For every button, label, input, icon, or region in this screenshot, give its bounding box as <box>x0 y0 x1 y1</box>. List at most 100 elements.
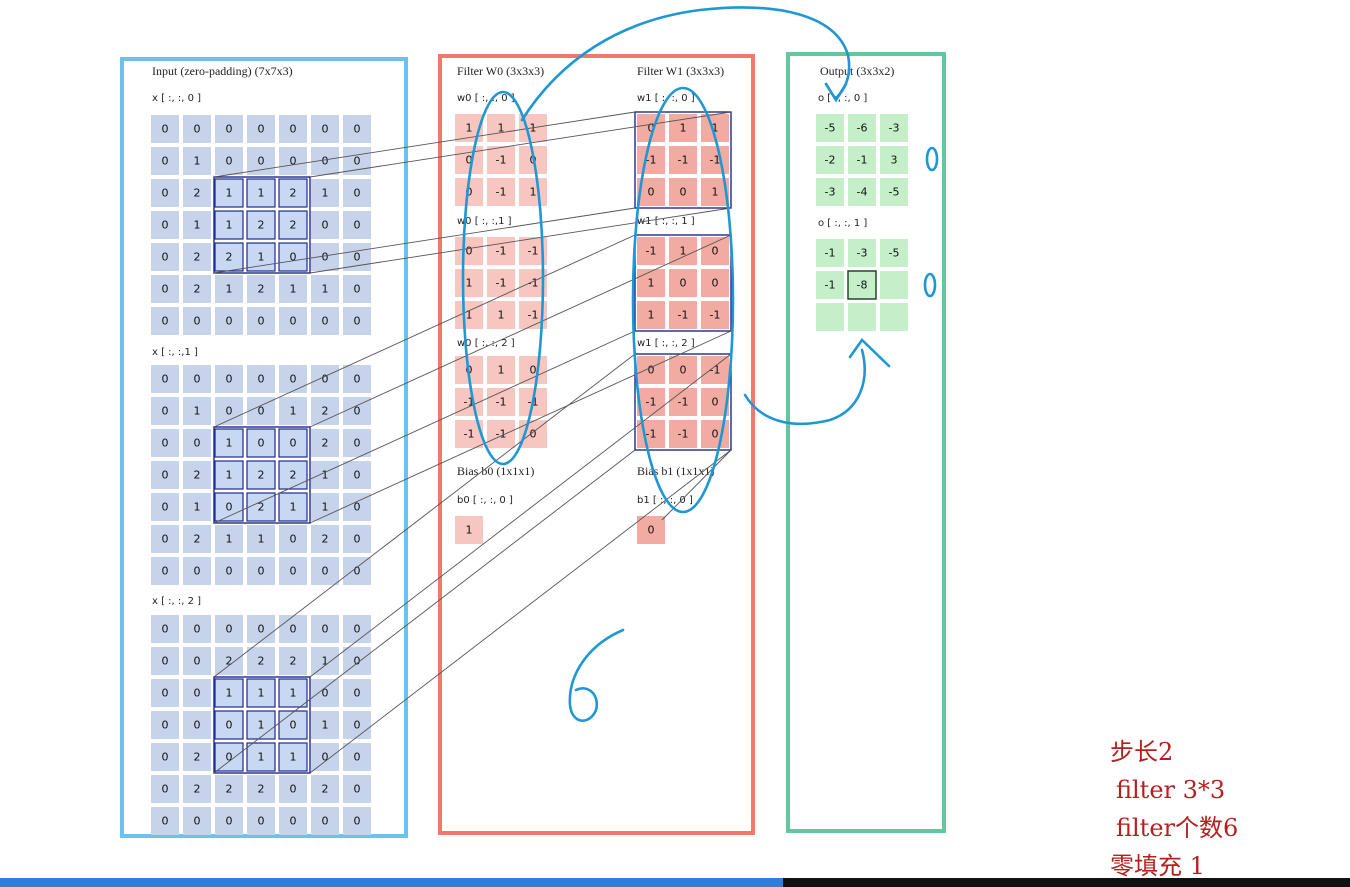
input-slice-0-cell <box>247 115 275 143</box>
input-slice-2-cell <box>311 679 339 707</box>
output-slice-0-cell <box>880 146 908 174</box>
w0-slice-1-cell-value: -1 <box>496 277 507 290</box>
input-slice-2-cell-value: 0 <box>162 623 169 636</box>
connector-lines <box>213 111 732 774</box>
input-slice-2-cell <box>279 647 307 675</box>
input-slice-0-cell <box>311 179 339 207</box>
bias-b0-label: b0 [ :, :, 0 ] <box>457 495 513 506</box>
input-slice-1-cell <box>247 557 275 585</box>
input-slice-0-cell-value: 0 <box>354 315 361 328</box>
input-slice-1-cell <box>279 365 307 393</box>
input-slice-0-cell <box>279 307 307 335</box>
input-slice-2-cell <box>279 615 307 643</box>
video-progress-bar[interactable] <box>0 878 1350 887</box>
bias-b0-title: Bias b0 (1x1x1) <box>457 464 534 478</box>
input-slice-0-cell-value: 2 <box>194 187 201 200</box>
input-slice-2-cell-value: 0 <box>162 655 169 668</box>
input-slice-0-cell-value: 0 <box>354 155 361 168</box>
input-slice-1-cell <box>151 397 179 425</box>
w1-slice-2-cell <box>701 356 729 384</box>
input-slice-2-cell <box>151 775 179 803</box>
input-slice-2-cell <box>311 775 339 803</box>
receptive-field-boxes <box>213 111 732 774</box>
input-slice-2-cell-value: 0 <box>162 815 169 828</box>
input-slice-0-cell <box>214 210 244 240</box>
input-slice-2-cell <box>183 775 211 803</box>
input-slice-0-cell <box>215 307 243 335</box>
output-title: Output (3x3x2) <box>820 64 894 78</box>
input-slice-1-cell-value: 2 <box>258 501 265 514</box>
input-slice-2-cell <box>343 711 371 739</box>
input-slice-0-cell <box>343 211 371 239</box>
input-slice-2-cell-value: 0 <box>290 815 297 828</box>
bias-b0-cell <box>455 516 483 544</box>
input-slice-2-cell-value: 2 <box>290 655 297 668</box>
arrow-head-bottom <box>848 338 891 368</box>
input-title: Input (zero-padding) (7x7x3) <box>152 64 293 78</box>
input-slice-0-cell <box>311 307 339 335</box>
input-slice-0-cell <box>151 211 179 239</box>
w0-slice-0-cell <box>519 178 547 206</box>
w0-slice-2-cell-value: -1 <box>496 428 507 441</box>
input-slice-1-cell <box>343 557 371 585</box>
input-slice-0-cell-value: 0 <box>354 219 361 232</box>
input-slice-1-cell-value: 1 <box>322 501 329 514</box>
input-slice-2-cell-value: 0 <box>354 751 361 764</box>
w1-slice-2-cell <box>637 356 665 384</box>
input-slice-2-cell <box>183 711 211 739</box>
input-slice-0-cell-value: 0 <box>162 187 169 200</box>
w1-slice-1-cell-value: 0 <box>712 277 719 290</box>
input-slice-2-cell-value: 0 <box>162 719 169 732</box>
input-slice-2-cell <box>247 807 275 835</box>
output-slice-1-cell <box>880 303 908 331</box>
input-slice-2-cell-value: 0 <box>194 815 201 828</box>
input-slice-2-label: x [ :, :, 2 ] <box>152 596 201 607</box>
input-slice-1-cell-value: 0 <box>354 501 361 514</box>
input-slice-2-cell <box>343 775 371 803</box>
input-slice-0-cell <box>151 115 179 143</box>
output-slice-1-cell-value: -1 <box>825 279 836 292</box>
input-slice-1-cell-value: 1 <box>290 501 297 514</box>
input-slice-2-cell <box>343 615 371 643</box>
input-slice-2-cell <box>247 647 275 675</box>
input-slice-2-cell-value: 0 <box>354 687 361 700</box>
input-slice-0-cell <box>279 115 307 143</box>
bias-b1-cell <box>637 516 665 544</box>
input-slice-0-cell-value: 0 <box>226 123 233 136</box>
output-current-cell-box <box>847 270 877 300</box>
w0-slice-0-cell-value: 1 <box>530 186 537 199</box>
w1-slice-1-cell <box>669 301 697 329</box>
w0-slice-0-cell-value: 1 <box>466 122 473 135</box>
w1-slice-1-cell-value: 0 <box>680 277 687 290</box>
input-slice-1-cell-value: 0 <box>226 405 233 418</box>
input-slice-1-cell <box>311 557 339 585</box>
input-slice-2-cell-value: 2 <box>226 783 233 796</box>
input-slice-2-cell-value: 0 <box>354 623 361 636</box>
w1-slice-0-cell <box>669 146 697 174</box>
input-slice-0-cell-value: 0 <box>162 155 169 168</box>
input-slice-0-cell <box>151 275 179 303</box>
output-slice-1-cell <box>880 271 908 299</box>
input-slice-0-label: x [ :, :, 0 ] <box>152 93 201 104</box>
w1-slice-1-cell <box>669 237 697 265</box>
w1-slice-1-cell-value: 1 <box>648 277 655 290</box>
w0-slice-2-cell <box>519 356 547 384</box>
input-slice-1-cell <box>278 428 308 458</box>
input-slice-1-cell-value: 0 <box>290 565 297 578</box>
output-slice-0-cell <box>848 178 876 206</box>
w0-slice-0-cell-value: 1 <box>498 122 505 135</box>
input-slice-1-cell <box>183 557 211 585</box>
handwritten-zero-a <box>925 146 939 172</box>
input-slice-1-cell <box>311 525 339 553</box>
w0-slice-2-cell-value: 0 <box>530 364 537 377</box>
input-slice-2-cell-value: 0 <box>226 815 233 828</box>
w0-slice-1-cell-value: -1 <box>528 245 539 258</box>
w1-slice-2-label: w1 [ :, :, 2 ] <box>637 338 695 349</box>
filter-panel <box>438 54 755 835</box>
w1-slice-1-cell-value: -1 <box>710 309 721 322</box>
input-slice-1-cell-value: 0 <box>354 533 361 546</box>
output-slice-1-cell <box>816 239 844 267</box>
input-slice-0-cell-value: 1 <box>226 187 233 200</box>
